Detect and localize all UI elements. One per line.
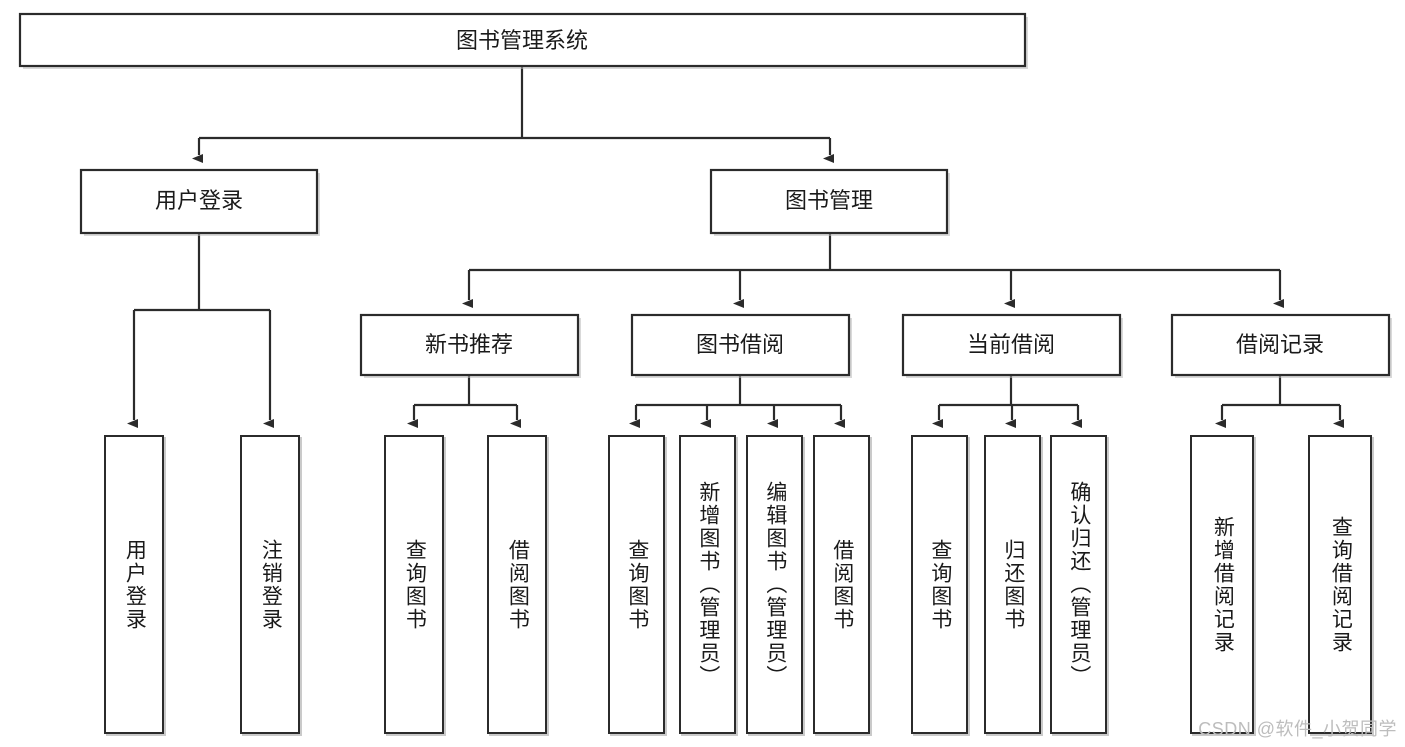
leaf-node-add-borrow-record-label: 新增借阅记录: [1211, 515, 1235, 654]
node-current-borrow-label: 当前借阅: [967, 332, 1055, 357]
connector-bookmgmt-to-level3: [462, 233, 1284, 308]
leaf-node-return-book[interactable]: 归还图书: [984, 435, 1041, 734]
leaf-node-add-book-admin[interactable]: 新增图书（管理员）: [679, 435, 736, 734]
leaf-node-edit-book-admin-label: 编辑图书（管理员）: [763, 481, 787, 688]
leaf-node-logout[interactable]: 注销登录: [240, 435, 300, 734]
node-borrow-records-label: 借阅记录: [1236, 332, 1324, 357]
node-user-login-label: 用户登录: [155, 188, 243, 213]
connector-newbook-to-leaves: [407, 375, 521, 428]
leaf-node-query-borrow-record-label: 查询借阅记录: [1329, 515, 1353, 654]
leaf-node-query-book-current-label: 查询图书: [928, 538, 952, 631]
leaf-node-confirm-return-admin-label: 确认归还（管理员）: [1067, 481, 1091, 688]
leaf-node-user-login[interactable]: 用户登录: [104, 435, 164, 734]
leaf-node-borrow-book[interactable]: 借阅图书: [813, 435, 870, 734]
node-root-label: 图书管理系统: [456, 28, 588, 53]
leaf-node-return-book-label: 归还图书: [1001, 538, 1025, 631]
node-user-login[interactable]: 用户登录: [79, 168, 320, 236]
leaf-node-query-book-borrow-label: 查询图书: [625, 538, 649, 631]
node-current-borrow[interactable]: 当前借阅: [901, 313, 1123, 378]
leaf-node-confirm-return-admin[interactable]: 确认归还（管理员）: [1050, 435, 1107, 734]
node-book-management-label: 图书管理: [785, 188, 873, 213]
node-book-borrow[interactable]: 图书借阅: [630, 313, 852, 378]
node-new-book-recommend[interactable]: 新书推荐: [359, 313, 581, 378]
connector-current-to-leaves: [932, 375, 1082, 428]
leaf-node-edit-book-admin[interactable]: 编辑图书（管理员）: [746, 435, 803, 734]
leaf-node-borrow-book-new-label: 借阅图书: [506, 538, 530, 631]
leaf-node-add-borrow-record[interactable]: 新增借阅记录: [1190, 435, 1254, 734]
leaf-node-add-book-admin-label: 新增图书（管理员）: [696, 481, 720, 688]
node-book-borrow-label: 图书借阅: [696, 332, 784, 357]
connector-records-to-leaves: [1215, 375, 1344, 428]
node-new-book-recommend-label: 新书推荐: [425, 332, 513, 357]
watermark-text: CSDN @软件_小贺同学: [1198, 719, 1397, 739]
connector-root-to-level2: [192, 66, 834, 163]
connector-userlogin-to-leaves: [127, 233, 274, 428]
leaf-node-user-login-label: 用户登录: [123, 538, 147, 631]
leaf-node-borrow-book-new[interactable]: 借阅图书: [487, 435, 547, 734]
leaf-node-query-borrow-record[interactable]: 查询借阅记录: [1308, 435, 1372, 734]
node-book-management[interactable]: 图书管理: [709, 168, 950, 236]
leaf-node-query-book-new-label: 查询图书: [403, 538, 427, 631]
leaf-node-borrow-book-label: 借阅图书: [830, 538, 854, 631]
node-borrow-records[interactable]: 借阅记录: [1170, 313, 1392, 378]
connector-borrow-to-leaves: [629, 375, 845, 428]
leaf-node-query-book-borrow[interactable]: 查询图书: [608, 435, 665, 734]
leaf-node-query-book-current[interactable]: 查询图书: [911, 435, 968, 734]
node-root[interactable]: 图书管理系统: [18, 12, 1028, 69]
leaf-node-logout-label: 注销登录: [259, 538, 283, 631]
leaf-node-query-book-new[interactable]: 查询图书: [384, 435, 444, 734]
